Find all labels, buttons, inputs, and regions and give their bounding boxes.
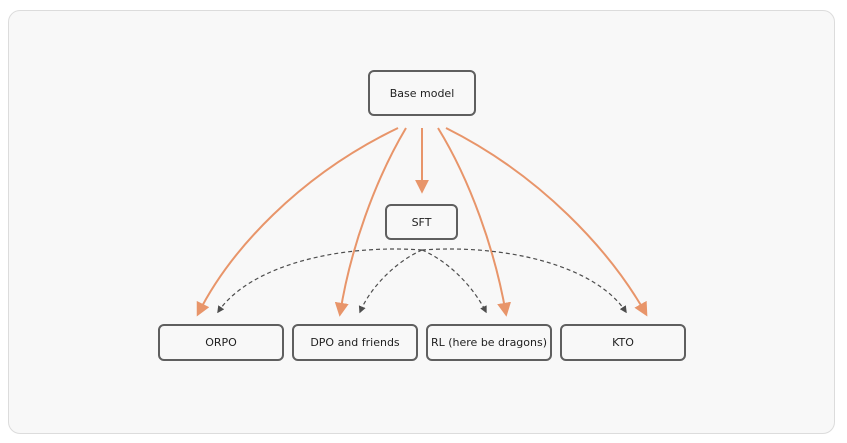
node-orpo: ORPO [158,324,284,361]
edge-base-to-orpo [196,127,399,317]
edge-base-to-dpo [334,127,407,317]
edge-sft-to-rl [421,249,487,314]
edge-base-to-kto [445,127,648,317]
edge-sft-to-dpo [358,249,423,314]
node-base-model: Base model [368,70,476,116]
edge-sft-to-orpo [217,248,423,314]
node-kto: KTO [560,324,686,361]
edge-base-to-rl [437,127,511,317]
node-sft: SFT [385,204,458,240]
edge-sft-to-kto [421,248,627,314]
node-dpo-and-friends: DPO and friends [292,324,418,361]
node-rl: RL (here be dragons) [426,324,552,361]
